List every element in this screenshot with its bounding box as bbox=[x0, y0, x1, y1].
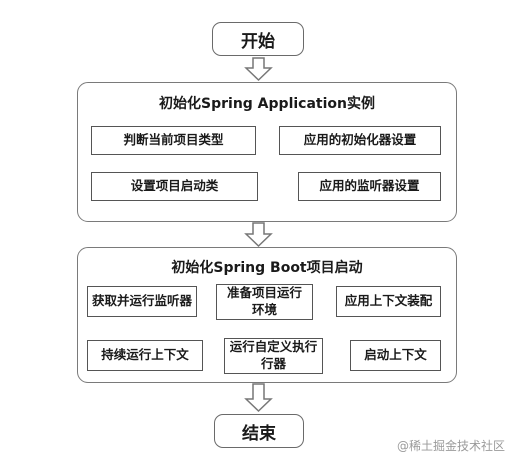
step-set-main-class: 设置项目启动类 bbox=[91, 172, 258, 201]
hollow-arrow-start-to-group1 bbox=[244, 57, 273, 82]
hollow-arrow-group1-to-group2 bbox=[244, 222, 273, 248]
step-run-custom-runners: 运行自定义执行行器 bbox=[224, 338, 323, 374]
start-node: 开始 bbox=[212, 22, 304, 56]
step-keep-context-running: 持续运行上下文 bbox=[87, 340, 203, 371]
group1-title: 初始化Spring Application实例 bbox=[159, 96, 375, 112]
end-node: 结束 bbox=[214, 414, 304, 448]
hollow-arrow-group2-to-end bbox=[244, 383, 273, 413]
step-prepare-environment: 准备项目运行环境 bbox=[216, 284, 313, 320]
step-refresh-context: 启动上下文 bbox=[350, 340, 441, 371]
step-set-listeners: 应用的监听器设置 bbox=[298, 172, 441, 201]
watermark: @稀土掘金技术社区 bbox=[397, 439, 506, 453]
group2-title: 初始化Spring Boot项目启动 bbox=[171, 260, 363, 276]
step-set-initializers: 应用的初始化器设置 bbox=[279, 126, 441, 155]
step-get-run-listeners: 获取并运行监听器 bbox=[87, 286, 197, 317]
step-detect-project-type: 判断当前项目类型 bbox=[91, 126, 256, 155]
step-prepare-context: 应用上下文装配 bbox=[336, 286, 441, 317]
